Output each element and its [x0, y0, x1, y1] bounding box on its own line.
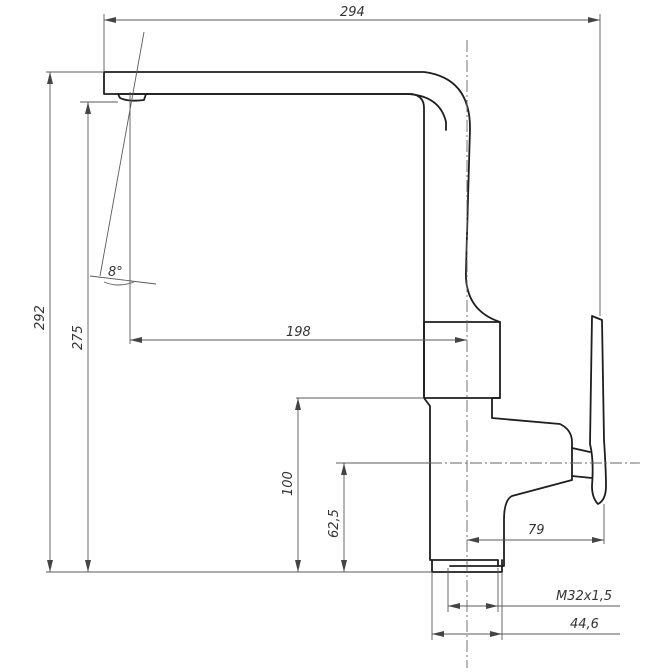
mixer-body — [423, 321, 501, 399]
label-spout-height: 275 — [71, 325, 86, 350]
label-spout-angle: 8° — [108, 265, 123, 280]
handle-stem — [571, 447, 593, 479]
spout-inner-edge — [119, 93, 447, 131]
spout-outline — [103, 71, 573, 567]
center-lines — [430, 40, 640, 668]
dimension-lines — [47, 17, 620, 637]
label-handle-height: 62,5 — [327, 509, 342, 538]
label-overall-width: 294 — [340, 5, 365, 20]
dimension-labels: 294 292 275 8° 198 100 62,5 79 M32x1,5 4… — [33, 5, 612, 632]
lever-handle — [589, 315, 607, 505]
label-reach: 198 — [286, 325, 311, 340]
label-thread: M32x1,5 — [556, 589, 612, 604]
label-body-height: 100 — [281, 471, 296, 496]
label-base-diameter: 44,6 — [570, 617, 599, 632]
extension-lines — [46, 14, 605, 640]
faucet-outline — [103, 71, 607, 573]
label-handle-offset: 79 — [528, 523, 545, 538]
angle-arc — [103, 281, 135, 286]
label-overall-height: 292 — [33, 305, 48, 330]
